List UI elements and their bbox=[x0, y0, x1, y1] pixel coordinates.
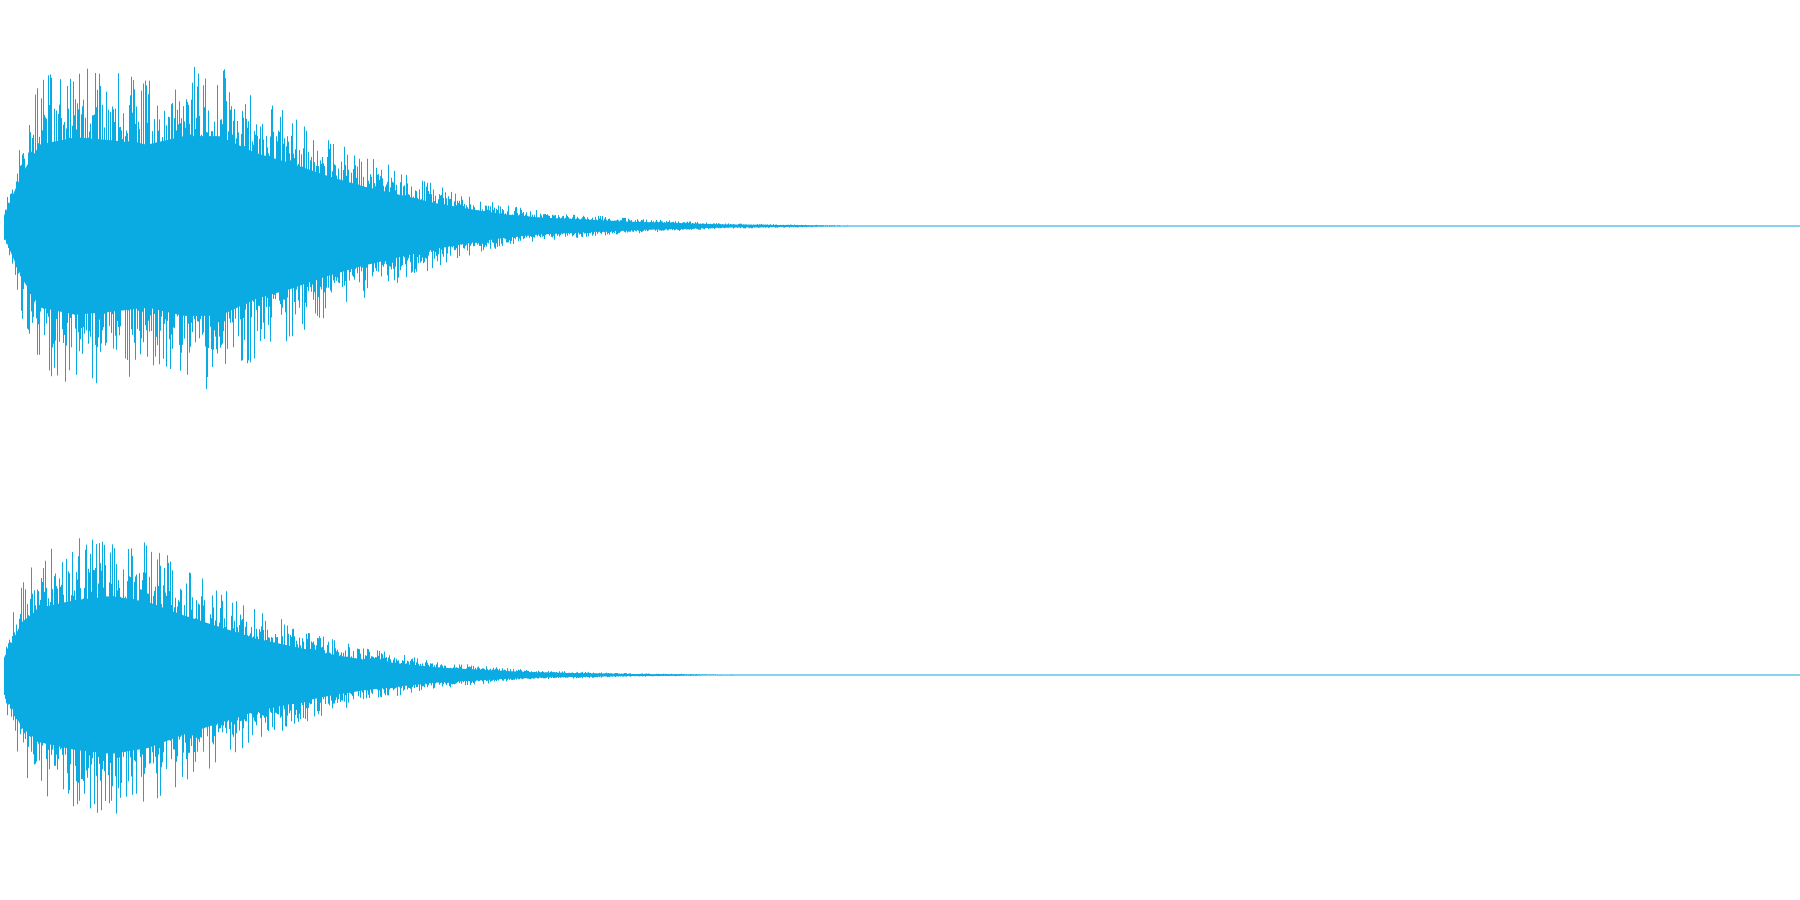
channel-2-waveform bbox=[4, 538, 1800, 814]
waveform-core bbox=[4, 136, 901, 316]
channel-1-waveform bbox=[4, 66, 1800, 390]
waveform-core bbox=[4, 596, 829, 754]
